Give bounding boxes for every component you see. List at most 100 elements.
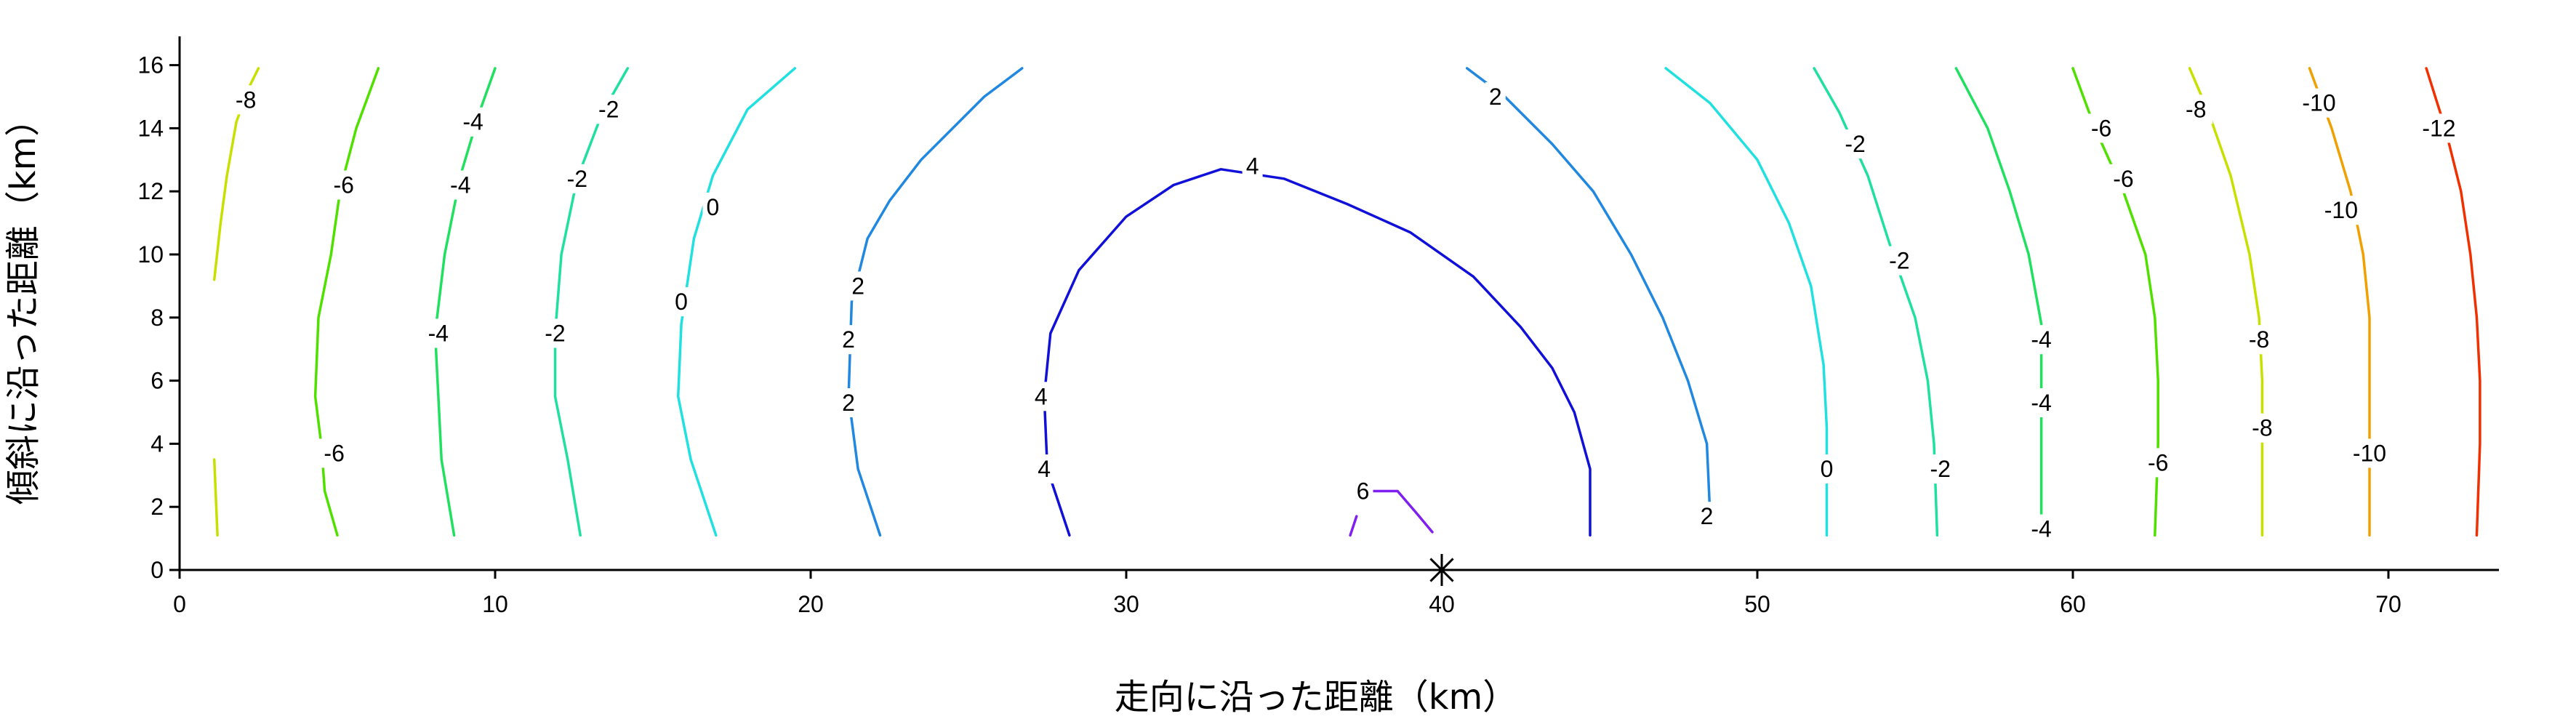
y-tick-label: 6 [151,368,164,394]
contour-label-bg [838,387,859,417]
contour-line [676,67,797,537]
contour-label-bg [326,170,361,200]
contour-label-bg [671,287,692,317]
contour-label: -2 [1889,248,1909,274]
contour-label-bg [456,107,490,137]
contour-label: 4 [1246,153,1259,179]
contour-line [1954,67,2043,537]
contour-label: -10 [2302,90,2335,116]
x-tick-label: 50 [1744,591,1770,617]
x-tick-label: 60 [2060,591,2086,617]
y-tick-label: 10 [137,241,164,268]
contour-label-bg [2295,88,2343,118]
contour-label-bg [702,192,723,222]
contour-label: -2 [545,321,565,347]
contour-label-bg [2141,448,2175,478]
y-axis-title: 傾斜に沿った距離（km） [3,102,44,505]
contour-label-bg [2024,387,2058,417]
contour-line [1664,67,1829,537]
contour-line [1465,67,1712,515]
contour-label-bg [1696,502,1717,531]
contour-label-bg [538,318,572,348]
contour-label-bg [421,318,455,348]
y-tick-label: 2 [151,494,164,520]
contour-label-bg [1485,82,1506,111]
contour-label-bg [2415,113,2463,143]
contour-label-bg [229,85,263,115]
y-tick-label: 14 [137,115,164,141]
contour-label: -4 [2031,516,2051,542]
contour-line [553,67,630,537]
contour-line [1349,515,1358,537]
contour-label-bg [2242,325,2276,355]
contour-line [1043,168,1592,537]
hypocenter-marker-stroke [1429,558,1454,582]
x-tick-label: 20 [798,591,824,617]
contour-line [1813,67,1939,537]
contour-label: 0 [707,194,720,220]
contour-label: -2 [1930,456,1950,482]
contour-label: 2 [851,273,864,299]
contour-label-bg [2245,413,2279,443]
contour-label: -2 [567,166,587,192]
contour-label: -8 [2186,96,2206,122]
x-tick-label: 30 [1113,591,1139,617]
contour-label-bg [2024,514,2058,544]
contour-label: 0 [1821,456,1834,482]
contour-label-bg [2317,196,2364,225]
contour-label: -8 [2252,415,2272,441]
contour-label-bg [2346,438,2393,468]
x-tick-label: 70 [2375,591,2402,617]
contour-label-bg [1816,454,1837,484]
contour-label: -4 [2031,326,2051,353]
contour-label: -6 [2148,449,2168,475]
contour-label: -8 [2249,326,2269,353]
contour-label: -6 [324,440,344,466]
contour-line [2308,67,2371,537]
contour-label: 4 [1035,383,1048,409]
contour-label: -6 [2113,166,2133,192]
contour-label: -4 [462,109,483,135]
contour-label: -2 [598,96,619,122]
contour-label-bg [2085,113,2119,143]
contour-label-bg [1352,476,1373,506]
contour-line [1371,489,1434,534]
contour-label-bg [444,170,478,200]
contour-label: -6 [2091,115,2111,141]
x-tick-label: 0 [173,591,186,617]
contour-line [212,458,219,537]
contour-label: 2 [1701,503,1714,529]
contour-line [2188,67,2264,537]
contour-label: -4 [2031,390,2051,416]
x-tick-label: 10 [482,591,508,617]
contour-label-bg [1882,246,1917,276]
y-tick-label: 16 [137,52,164,79]
contour-label-bg [1034,454,1055,484]
contour-label: -4 [428,321,449,347]
x-axis-title: 走向に沿った距離（km） [1115,677,1518,718]
y-tick-label: 8 [151,305,164,331]
contour-label-bg [1838,129,1872,159]
contour-line [212,67,260,281]
contour-label-bg [1923,454,1957,484]
contour-label: 2 [842,326,855,353]
contour-line [847,67,1024,537]
contour-label: -6 [333,172,353,198]
contour-label: -8 [236,87,256,113]
contour-label-bg [317,438,351,468]
contour-label: -12 [2422,115,2455,141]
contour-label: -10 [2353,440,2386,466]
x-tick-label: 40 [1429,591,1455,617]
contour-label-bg [838,325,859,355]
contour-label-bg [1242,151,1263,181]
contour-label: 6 [1357,478,1370,505]
contour-label: -10 [2324,197,2358,223]
contour-label-bg [2179,95,2213,124]
contour-line [313,67,380,537]
y-tick-label: 12 [137,178,164,204]
contour-label: -4 [450,172,470,198]
contour-label: 2 [842,390,855,416]
contour-label-bg [1030,382,1051,411]
